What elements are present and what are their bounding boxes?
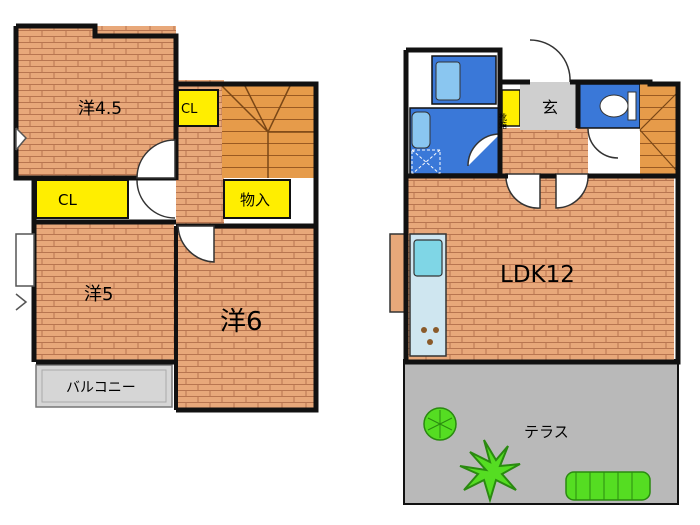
label-room-western-6: 洋6 xyxy=(220,307,263,337)
stairs-lower xyxy=(640,84,676,174)
label-shoe-box: 靴箱 xyxy=(499,112,508,130)
label-closet-small: CL xyxy=(181,102,198,117)
label-ldk: LDK12 xyxy=(500,262,575,288)
upper-walls xyxy=(16,23,319,413)
upper-floor-plan xyxy=(13,23,319,413)
corridor-floor xyxy=(498,128,588,176)
tree-icon xyxy=(423,407,457,441)
door-swing-western-6 xyxy=(177,225,215,263)
door-swing-western-5 xyxy=(136,179,176,219)
kitchen-sink-icon xyxy=(413,239,443,277)
stove-icon xyxy=(421,327,439,345)
label-room-western-4-5: 洋4.5 xyxy=(78,99,122,119)
lower-floor-plan xyxy=(389,39,681,505)
closet-small xyxy=(177,89,219,127)
balcony-area xyxy=(35,364,173,408)
label-terrace: テラス xyxy=(524,423,569,441)
door-swing-ldk-right xyxy=(555,173,589,209)
room-western-5-floor xyxy=(34,220,174,362)
toilet-icon xyxy=(599,91,637,121)
storage-closet xyxy=(223,179,291,219)
door-swing-western-4-5 xyxy=(136,139,176,179)
label-room-western-5: 洋5 xyxy=(84,284,113,305)
lower-walls xyxy=(403,47,681,365)
label-storage: 物入 xyxy=(240,191,270,209)
window-left-upper xyxy=(15,127,28,151)
label-closet-left: CL xyxy=(58,191,77,209)
hedge-icon xyxy=(565,471,651,501)
ldk-floor xyxy=(408,174,674,360)
palm-plant-icon xyxy=(459,439,521,504)
label-genkan: 玄 xyxy=(542,98,558,117)
window-left-bay xyxy=(15,233,35,287)
genkan-area xyxy=(520,82,576,130)
label-balcony: バルコニー xyxy=(66,380,136,396)
door-swing-ldk-left xyxy=(505,173,541,209)
closet-left xyxy=(35,179,129,219)
